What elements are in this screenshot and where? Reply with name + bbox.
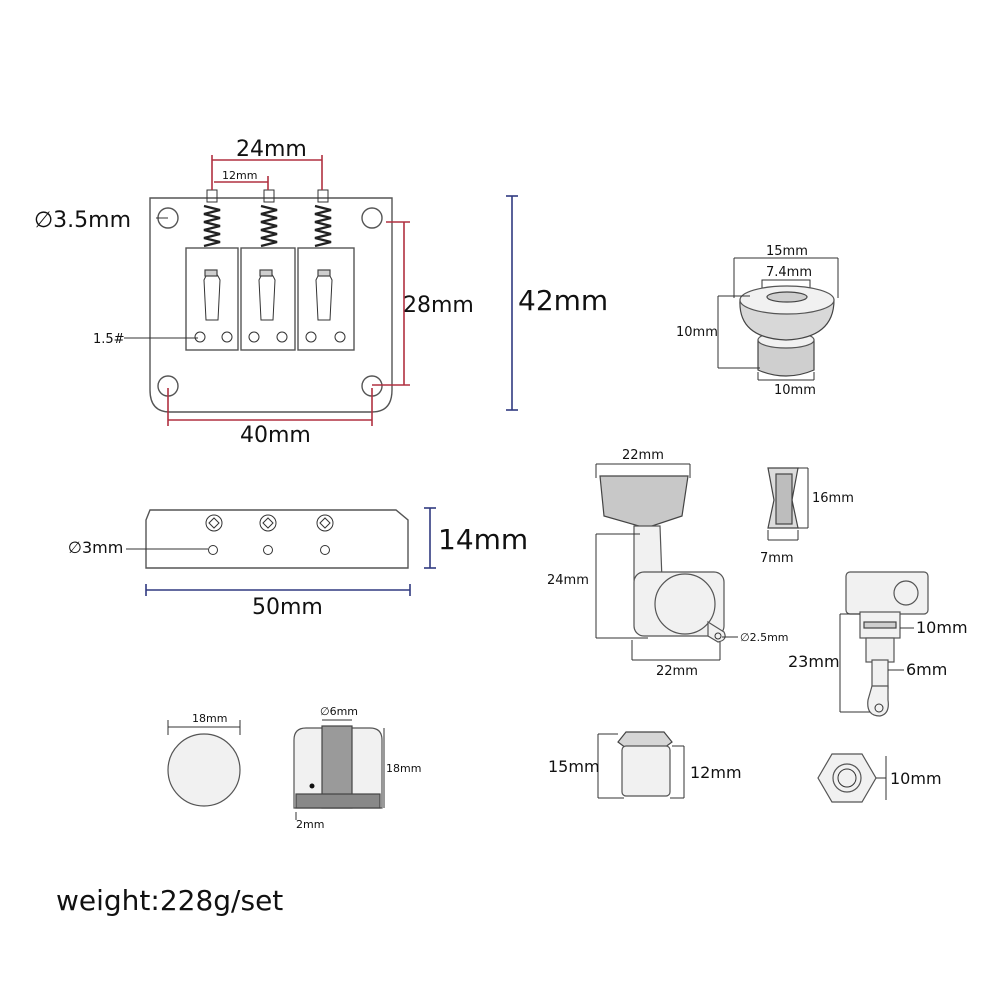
bridge-hole-diameter-label: ∅3.5mm bbox=[34, 208, 131, 233]
bridge-height-inner-label: 28mm bbox=[403, 293, 474, 318]
knob-side-view: ∅6mm 18mm 2mm bbox=[293, 705, 421, 831]
side-hole-diameter-label: ∅3mm bbox=[68, 538, 123, 557]
bridge-spacing-inner-label: 12mm bbox=[222, 169, 257, 182]
knob-top-view: 18mm bbox=[167, 712, 241, 807]
shaft-diameter-label: 6mm bbox=[906, 660, 947, 679]
tuner-height-label: 24mm bbox=[547, 573, 589, 588]
shaft-top-diameter-label: 10mm bbox=[916, 618, 968, 637]
tuner-screw-hole-label: ∅2.5mm bbox=[740, 631, 789, 644]
bushing: 15mm 12mm bbox=[548, 731, 742, 799]
strap-top-width-label: 15mm bbox=[766, 244, 808, 259]
bridge-saddles bbox=[185, 247, 355, 351]
strap-button: 15mm 7.4mm 10mm 10mm bbox=[676, 244, 839, 398]
strap-height-label: 10mm bbox=[676, 325, 718, 340]
strap-hole-width-label: 7.4mm bbox=[766, 265, 812, 280]
tuner-base-width-label: 22mm bbox=[656, 664, 698, 679]
bridge-top-view: 24mm 12mm ∅3.5mm 1.5# 28mm 42mm 40mm bbox=[34, 137, 608, 448]
bushing-width-label: 12mm bbox=[690, 763, 742, 782]
screw-size-label: 1.5# bbox=[93, 332, 125, 347]
tuner-button-width-label: 22mm bbox=[622, 448, 664, 463]
knob-shaft-hole-label: ∅6mm bbox=[320, 705, 358, 718]
tuner-button-width-side-label: 7mm bbox=[760, 551, 794, 566]
tuner-machine: 22mm ∅2.5mm 24mm 22mm bbox=[547, 448, 789, 679]
bridge-height-outer-label: 42mm bbox=[518, 284, 608, 317]
bridge-spacing-outer-label: 24mm bbox=[236, 137, 307, 162]
tuner-button-side: 16mm 7mm bbox=[760, 467, 854, 566]
side-height-label: 14mm bbox=[438, 523, 528, 556]
hex-nut: 10mm bbox=[817, 753, 942, 803]
side-width-label: 50mm bbox=[252, 595, 323, 620]
tuner-shaft: 10mm 6mm 23mm bbox=[788, 571, 968, 717]
knob-height-label: 18mm bbox=[386, 762, 421, 775]
nut-width-label: 10mm bbox=[890, 769, 942, 788]
bushing-height-label: 15mm bbox=[548, 757, 600, 776]
shaft-height-label: 23mm bbox=[788, 652, 840, 671]
bridge-width-holes-label: 40mm bbox=[240, 423, 311, 448]
knob-diameter-label: 18mm bbox=[192, 712, 227, 725]
weight-text: weight:228g/set bbox=[56, 884, 284, 917]
bridge-side-view: ∅3mm 14mm 50mm bbox=[68, 507, 528, 620]
tuner-button-height-label: 16mm bbox=[812, 491, 854, 506]
knob-set-screw-label: 2mm bbox=[296, 818, 324, 831]
strap-base-width-label: 10mm bbox=[774, 383, 816, 398]
intonation-springs bbox=[203, 189, 332, 248]
